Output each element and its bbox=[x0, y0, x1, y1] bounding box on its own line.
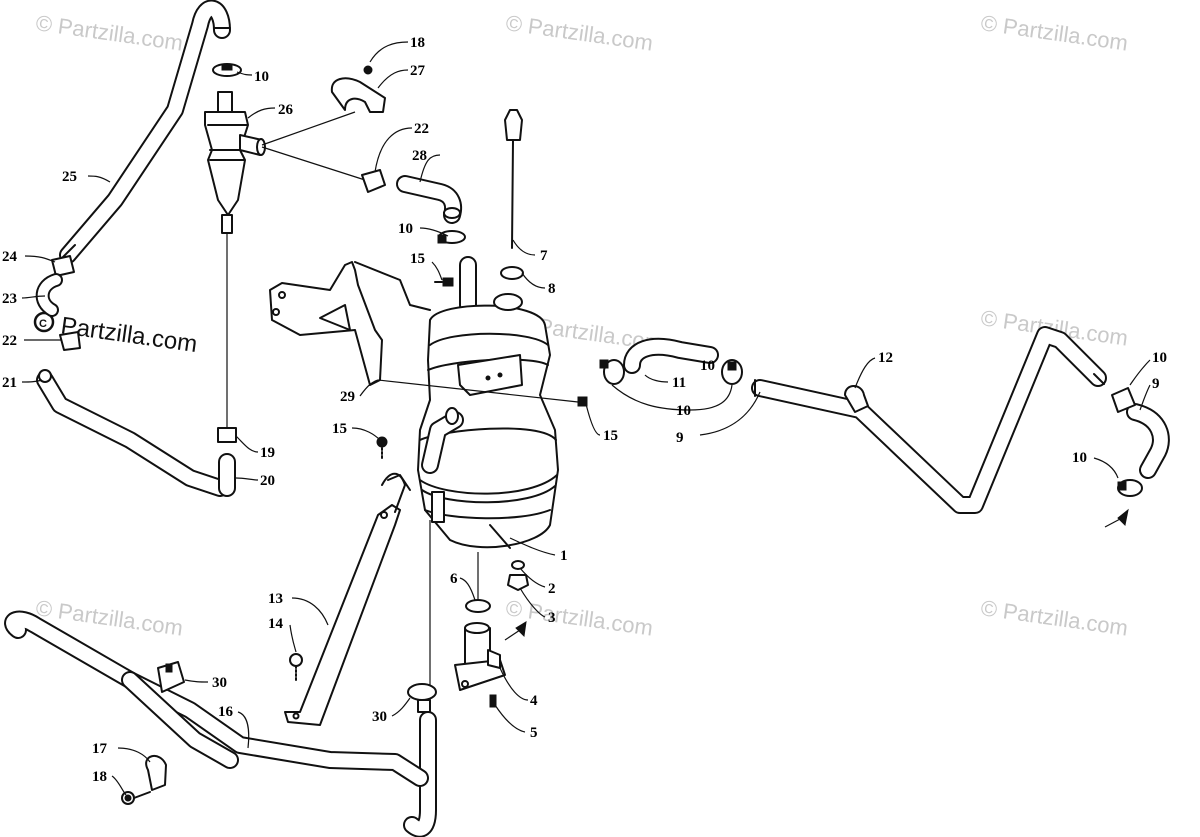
bolt-14 bbox=[289, 653, 303, 681]
watermark: © Partzilla.com bbox=[504, 595, 654, 640]
callout-label: 10 bbox=[398, 221, 413, 237]
direction-arrow-icon bbox=[1117, 508, 1129, 527]
clamp-10-right-upper bbox=[1111, 387, 1136, 413]
callout-label: 24 bbox=[2, 249, 18, 265]
hose-11 bbox=[751, 326, 1107, 514]
hose-9-middle bbox=[623, 337, 719, 374]
callout-label: 18 bbox=[410, 35, 425, 51]
flange-tube-4 bbox=[454, 622, 506, 691]
nut-3 bbox=[507, 574, 529, 591]
callout-label: 6 bbox=[450, 571, 458, 587]
svg-text:C: C bbox=[39, 318, 47, 330]
watermark: © Partzilla.com bbox=[979, 10, 1129, 55]
callout-label: 10 bbox=[1072, 450, 1087, 466]
callout-label: 15 bbox=[332, 421, 347, 437]
callout-label: 17 bbox=[92, 741, 108, 757]
callout-label: 16 bbox=[218, 704, 234, 720]
watermark: © Partzilla.com bbox=[504, 10, 654, 55]
clamp-22-left bbox=[59, 331, 81, 351]
bolt-15-top bbox=[434, 277, 454, 287]
callout-label: 14 bbox=[268, 616, 284, 632]
callout-label: 18 bbox=[92, 769, 107, 785]
callout-label: 15 bbox=[603, 428, 618, 444]
clamp-10-mid-left bbox=[599, 359, 625, 385]
callout-label: 5 bbox=[530, 725, 538, 741]
callout-label: 10 bbox=[676, 403, 691, 419]
hose-9-right bbox=[1126, 403, 1170, 479]
callout-label: 19 bbox=[260, 445, 275, 461]
o-ring-8 bbox=[500, 266, 524, 280]
callout-label: 9 bbox=[676, 430, 684, 446]
callout-label: 4 bbox=[530, 693, 538, 709]
callout-label: 10 bbox=[700, 358, 715, 374]
callout-label: 7 bbox=[540, 248, 548, 264]
callout-label: 30 bbox=[212, 675, 227, 691]
callout-label: 27 bbox=[410, 63, 426, 79]
callout-label: 28 bbox=[412, 148, 427, 164]
clamp-17 bbox=[145, 755, 167, 791]
hose-16 bbox=[4, 610, 429, 787]
callout-label: 29 bbox=[340, 389, 355, 405]
callout-label: 1 bbox=[560, 548, 568, 564]
callout-label: 10 bbox=[1152, 350, 1167, 366]
pipe-21 bbox=[36, 369, 229, 497]
callout-label: 25 bbox=[62, 169, 77, 185]
callout-label: 20 bbox=[260, 473, 275, 489]
washer-2 bbox=[511, 560, 525, 570]
dipstick-7 bbox=[504, 109, 523, 249]
elbow-hose-28 bbox=[396, 175, 463, 224]
hose-clamp-10-middle bbox=[437, 230, 466, 244]
callout-label: 22 bbox=[2, 333, 17, 349]
callout-label: 15 bbox=[410, 251, 425, 267]
callout-label: 9 bbox=[1152, 376, 1160, 392]
watermark: © Partzilla.com bbox=[979, 595, 1129, 640]
bolt-18-bottom bbox=[121, 791, 151, 805]
direction-arrow-icon bbox=[515, 621, 527, 638]
callout-leaders bbox=[21, 41, 1151, 796]
callout-label: 13 bbox=[268, 591, 283, 607]
callout-label: 30 bbox=[372, 709, 387, 725]
callout-labels: 18 10 27 26 22 28 25 10 24 23 22 21 15 7… bbox=[2, 35, 1167, 785]
callout-label: 23 bbox=[2, 291, 17, 307]
watermark-overlay: Partzilla.com bbox=[59, 312, 199, 358]
muffler-1 bbox=[417, 293, 559, 549]
watermark-group: © Partzilla.com © Partzilla.com © Partzi… bbox=[33, 10, 1130, 641]
watermark: © Partzilla.com bbox=[34, 10, 184, 55]
pipe-vertical-lower bbox=[403, 520, 437, 837]
lower-bracket-13 bbox=[284, 472, 411, 726]
callout-label: 12 bbox=[878, 350, 893, 366]
elbow-23 bbox=[35, 273, 63, 317]
callout-label: 22 bbox=[414, 121, 429, 137]
sleeve-19 bbox=[217, 427, 237, 443]
screw-5 bbox=[489, 694, 497, 708]
clamp-30-right bbox=[407, 683, 437, 713]
callout-label: 26 bbox=[278, 102, 294, 118]
clamp-22-upper bbox=[361, 169, 386, 193]
callout-label: 11 bbox=[672, 375, 686, 391]
clamp-24 bbox=[51, 255, 75, 277]
hose-clamp-10-top bbox=[212, 63, 242, 77]
clamp-10-right-lower bbox=[1117, 479, 1143, 497]
callout-label: 3 bbox=[548, 610, 556, 626]
callout-label: 21 bbox=[2, 375, 17, 391]
mounting-bracket-upper bbox=[269, 261, 431, 386]
filter-26 bbox=[204, 91, 266, 234]
bolt-15-left bbox=[376, 436, 388, 461]
clamp-10-mid-right bbox=[721, 359, 743, 385]
bolt-15-right bbox=[377, 379, 588, 407]
o-ring-6 bbox=[465, 599, 491, 613]
clamp-30-left bbox=[157, 661, 185, 693]
callout-label: 2 bbox=[548, 581, 556, 597]
bracket-27 bbox=[261, 65, 386, 146]
callout-label: 8 bbox=[548, 281, 556, 297]
assembly-line bbox=[261, 146, 366, 181]
clamp-12 bbox=[844, 385, 869, 413]
callout-label: 10 bbox=[254, 69, 269, 85]
